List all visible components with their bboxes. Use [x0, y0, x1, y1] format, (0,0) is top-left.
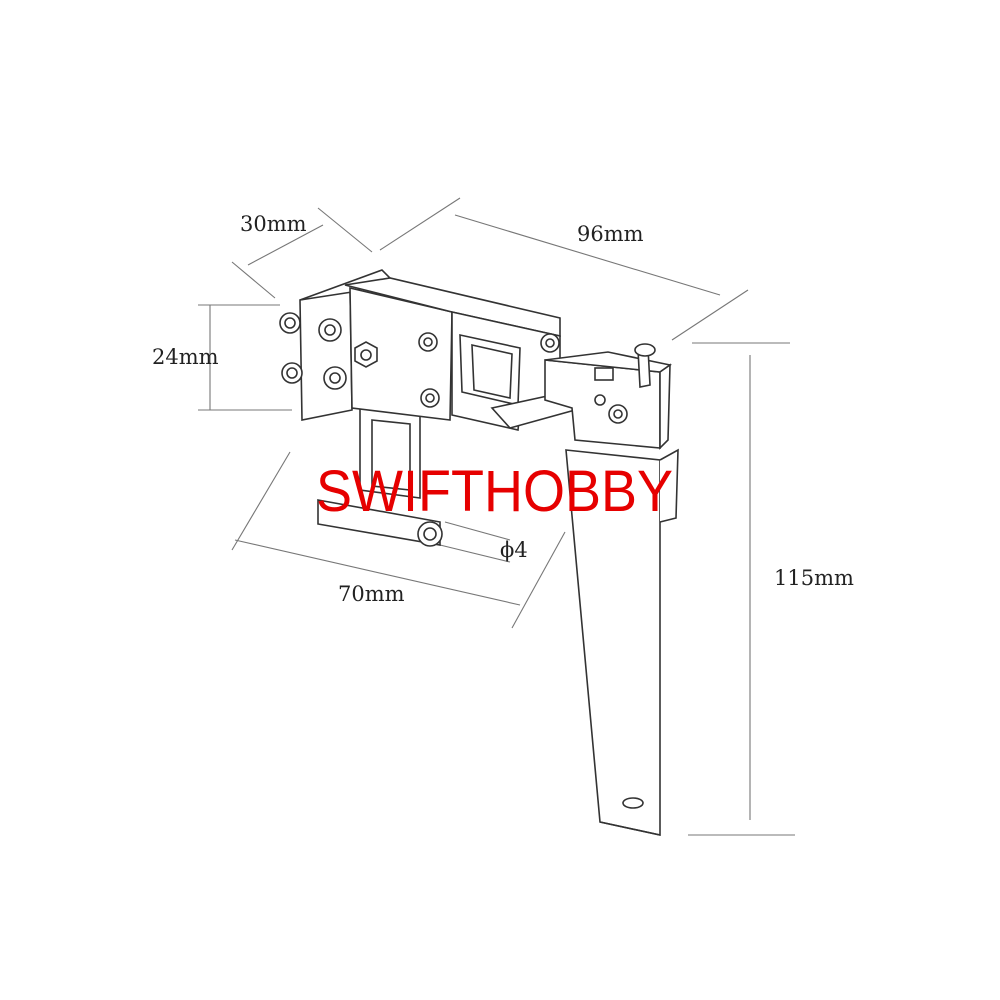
socket-screw-bottom-inner — [329, 372, 341, 384]
dim-30-ext-left — [231, 261, 276, 299]
rudder-head — [544, 343, 672, 450]
dimension-label-115mm: 115mm — [774, 566, 854, 590]
rudder-blade-hole — [622, 797, 644, 809]
tiller-link-hole-inner — [423, 527, 437, 541]
dim-70-ext-right — [511, 531, 566, 629]
dim-70-ext-left — [231, 451, 291, 551]
plate-front — [299, 286, 353, 421]
dimension-label-24mm: 24mm — [152, 345, 219, 369]
hanger-leg-inner — [371, 419, 411, 491]
dimension-label-phi4: ϕ4 — [500, 538, 528, 562]
dim-96-ext-right — [671, 289, 749, 341]
head-small-screw — [594, 394, 606, 406]
plate-screw-top-inner — [423, 337, 433, 347]
dimension-label-96mm: 96mm — [577, 222, 644, 246]
dimension-lines — [198, 197, 795, 836]
upper-arm — [344, 277, 576, 431]
rudder-blade — [565, 448, 679, 836]
fasteners — [279, 312, 628, 424]
grease-nipple-cap — [634, 343, 656, 357]
dim-phi4-leader-a — [444, 521, 511, 541]
head-side — [659, 363, 671, 450]
arm-window-inner — [471, 343, 513, 399]
head-set-screw-inner — [613, 409, 623, 419]
plate-screw-bottom-inner — [425, 393, 435, 403]
bolt-left-top-inner — [284, 317, 296, 329]
hex-nut-hole — [360, 349, 372, 361]
rudder-blade-edge — [659, 448, 679, 523]
dim-96-ext-left — [379, 197, 461, 251]
dim-phi4-leader-b — [439, 544, 511, 563]
socket-screw-top-inner — [324, 324, 336, 336]
dim-30-ext-right — [317, 207, 373, 253]
dim-30-line — [247, 224, 324, 266]
tiller-link-bar — [317, 499, 441, 546]
arm-pivot-screw-inner — [545, 338, 555, 348]
rudder-blade-line — [599, 821, 661, 836]
hanger-legs — [317, 394, 443, 547]
dim-96-line — [454, 214, 721, 296]
dimension-label-30mm: 30mm — [240, 212, 307, 236]
dimension-label-70mm: 70mm — [338, 582, 405, 606]
bolt-left-bottom-inner — [286, 367, 298, 379]
head-slot — [594, 367, 614, 381]
dim-70-line — [234, 539, 521, 606]
swifthobby-watermark: SWIFTHOBBY — [316, 459, 674, 524]
arm-top — [344, 277, 561, 337]
